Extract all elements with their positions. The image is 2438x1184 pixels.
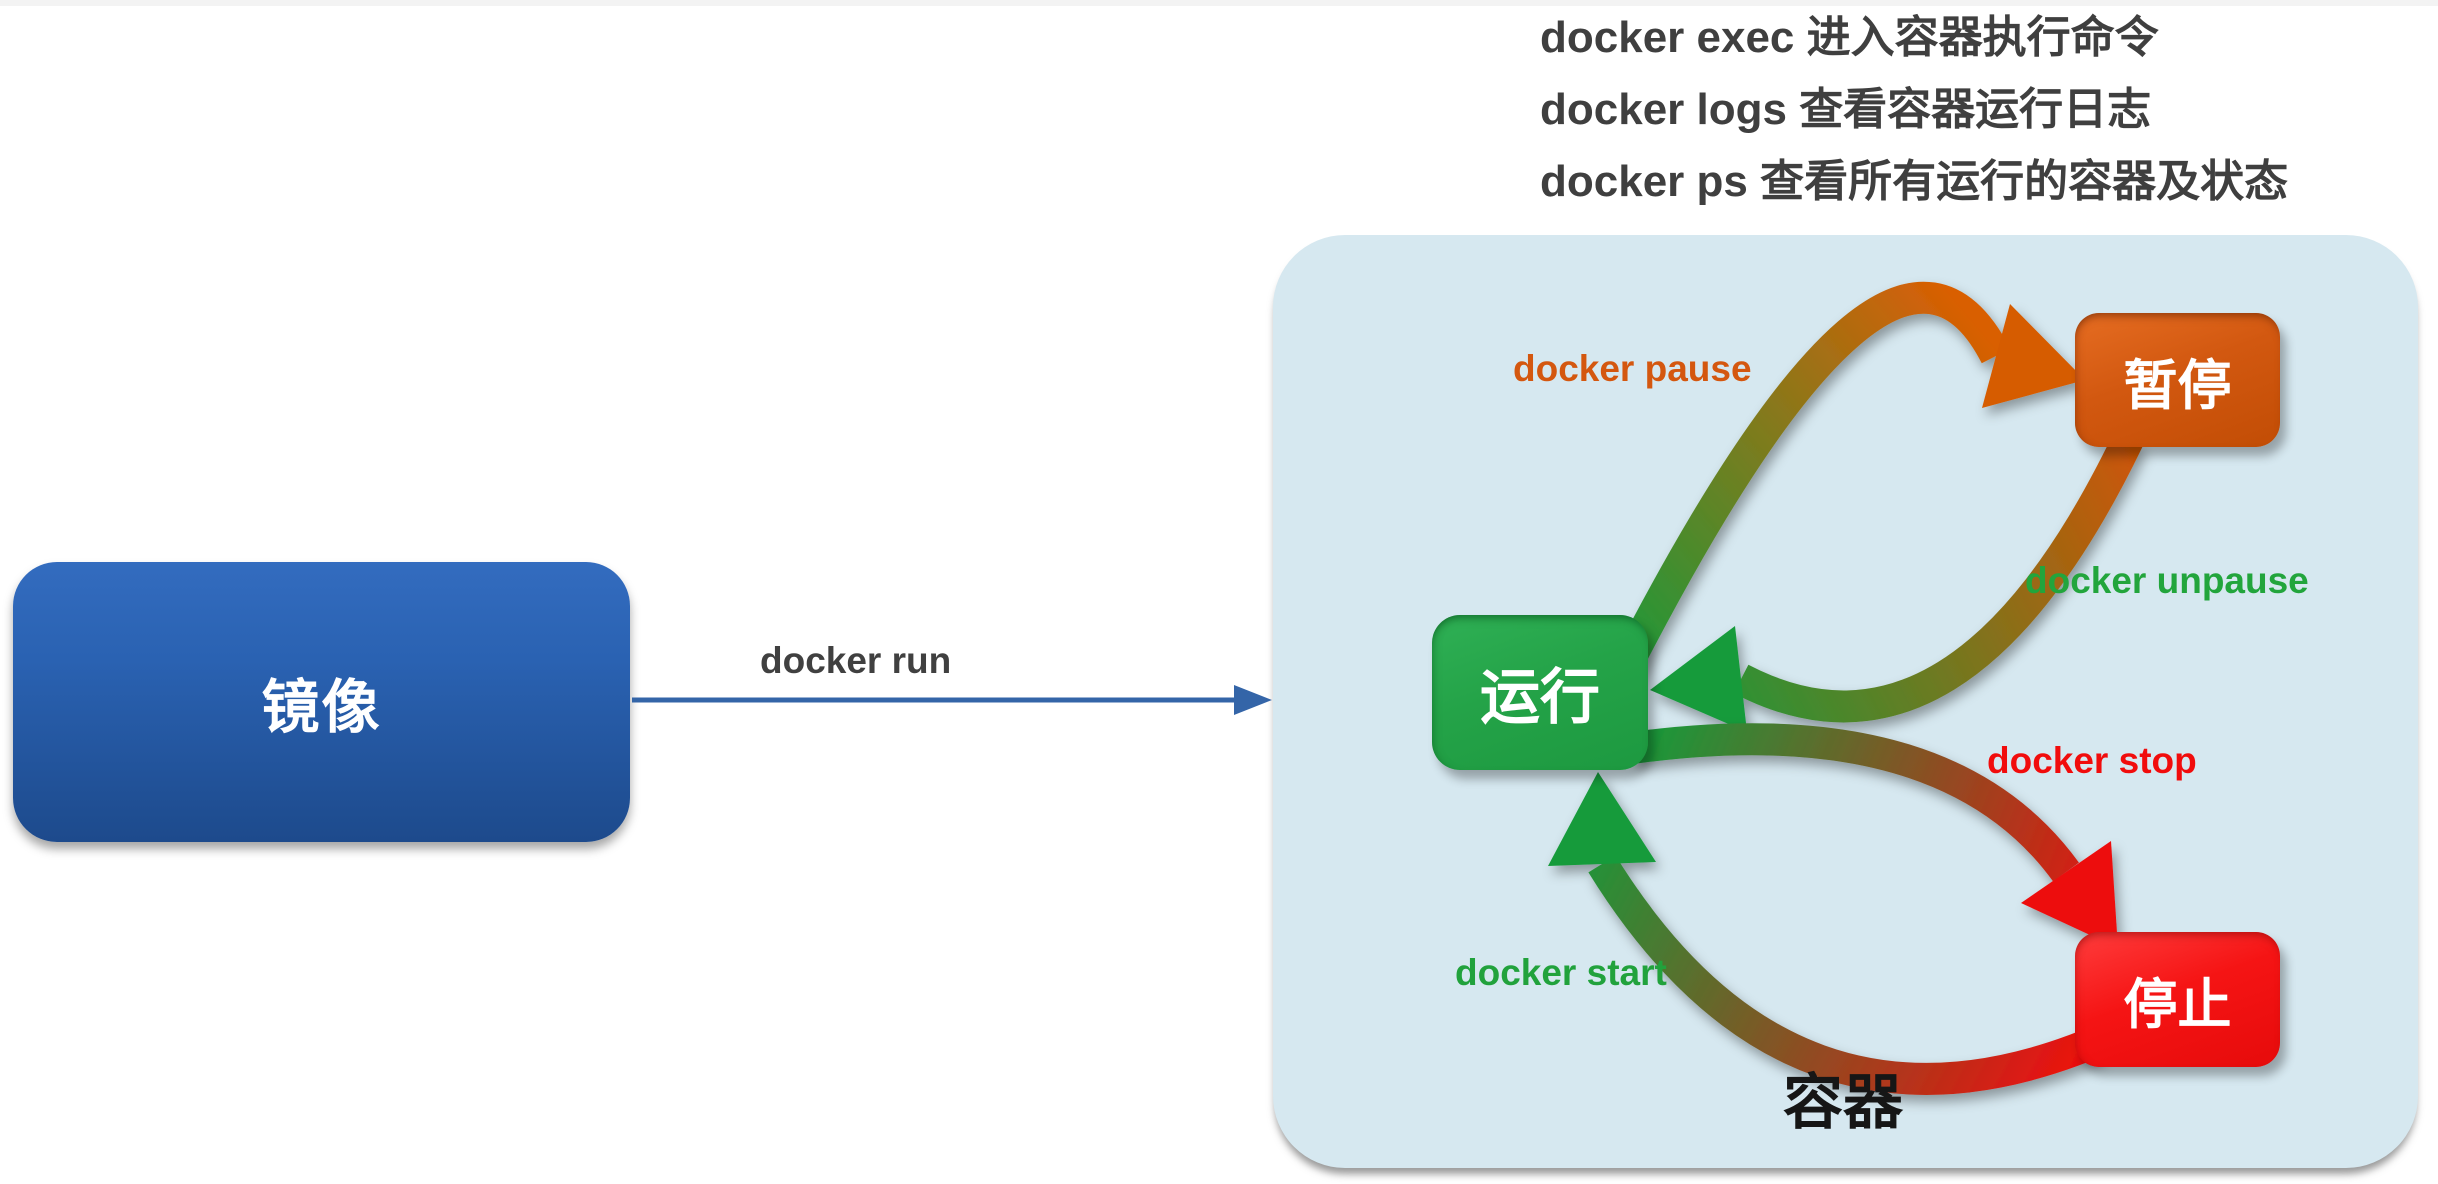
container-label: 容器 [1783, 1069, 1903, 1136]
docker-ps-note: docker ps 查看所有运行的容器及状态 [1540, 157, 2289, 206]
docker-stop-label: docker stop [1987, 740, 2197, 781]
docker-exec-note: docker exec 进入容器执行命令 [1540, 13, 2159, 62]
docker-run-arrowhead-icon [1234, 685, 1272, 715]
docker-pause-label: docker pause [1513, 348, 1752, 389]
stopped-state-label: 停止 [2123, 975, 2232, 1035]
docker-logs-note: docker logs 查看容器运行日志 [1540, 85, 2152, 134]
running-state-label: 运行 [1480, 664, 1600, 731]
docker-run-arrow [632, 685, 1272, 715]
stopped-state-node: 停止 [2075, 932, 2280, 1067]
running-state-node: 运行 [1432, 615, 1648, 770]
paused-state-label: 暂停 [2123, 355, 2232, 416]
image-node: 镜像 [13, 562, 630, 842]
docker-run-label: docker run [760, 640, 952, 681]
docker-command-notes: docker exec 进入容器执行命令 docker logs 查看容器运行日… [1540, 2, 2288, 218]
paused-state-node: 暂停 [2075, 313, 2280, 447]
docker-start-label: docker start [1455, 952, 1667, 993]
image-node-label: 镜像 [261, 675, 382, 740]
docker-unpause-label: docker unpause [2025, 560, 2309, 601]
top-edge-strip [0, 0, 2438, 6]
